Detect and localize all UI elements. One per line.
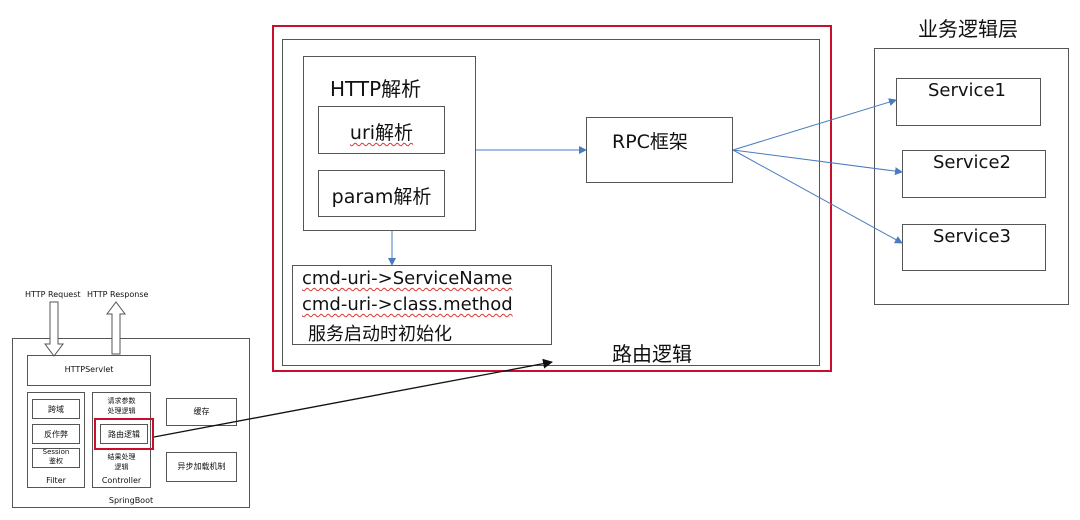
filter-item-cors xyxy=(32,399,80,419)
filter-item-session xyxy=(32,448,80,468)
springboot-footer-label: SpringBoot xyxy=(108,496,154,505)
controller-item-routing-label: 路由逻辑 xyxy=(108,430,140,439)
uri-parse-box xyxy=(318,106,445,154)
controller-item-params-label: 请求参数 处理逻辑 xyxy=(107,397,136,415)
filter-box xyxy=(27,392,85,488)
service2-label: Service2 xyxy=(933,152,1011,173)
service3-label: Service3 xyxy=(933,226,1011,247)
service3-box xyxy=(902,224,1046,271)
controller-box xyxy=(92,392,151,488)
filter-label: Filter xyxy=(46,476,66,485)
uri-parse-label: uri解析 xyxy=(318,118,445,145)
route-line-3: 服务启动时初始化 xyxy=(308,324,452,345)
controller-item-routing-inner xyxy=(100,424,148,444)
http-servlet-label: HTTPServlet xyxy=(64,365,114,374)
arrow-rpc-to-service2 xyxy=(732,149,903,176)
arrow-rpc-to-service3 xyxy=(732,149,903,244)
http-request-label: HTTP Request xyxy=(25,290,81,299)
uri-parse-text: uri解析 xyxy=(349,122,414,144)
service1-label: Service1 xyxy=(928,80,1006,101)
routing-highlight-frame xyxy=(272,25,832,372)
http-parse-box xyxy=(303,56,476,231)
route-line-2: cmd-uri->class.method xyxy=(302,294,513,315)
cache-label: 缓存 xyxy=(193,407,210,416)
param-parse-label: param解析 xyxy=(331,186,432,208)
route-mapping-box xyxy=(292,265,552,345)
rpc-framework-label: RPC框架 xyxy=(612,131,688,153)
param-parse-box xyxy=(318,170,445,217)
http-response-label: HTTP Response xyxy=(87,290,149,299)
async-box xyxy=(166,452,237,482)
cache-box xyxy=(166,398,237,426)
business-layer-title: 业务逻辑层 xyxy=(918,17,1018,41)
business-layer-box xyxy=(874,48,1069,305)
http-response-up-arrow xyxy=(106,301,126,355)
http-servlet-box xyxy=(27,355,151,386)
filter-item-anticheat xyxy=(32,424,80,444)
route-logic-label: 路由逻辑 xyxy=(612,342,692,366)
async-label: 异步加载机制 xyxy=(177,462,226,471)
controller-item-result-label: 结果处理 逻辑 xyxy=(107,453,136,471)
http-parse-label: HTTP解析 xyxy=(330,77,422,101)
http-request-down-arrow xyxy=(44,301,64,357)
route-line-1: cmd-uri->ServiceName xyxy=(302,268,513,289)
arrow-routing-to-main xyxy=(153,358,553,438)
filter-item-session-label: Session 鉴权 xyxy=(42,448,70,465)
controller-label: Controller xyxy=(101,476,142,485)
controller-item-routing xyxy=(94,418,154,450)
filter-item-anticheat-label: 反作弊 xyxy=(44,430,68,439)
springboot-box xyxy=(12,338,250,508)
arrow-rpc-to-service1 xyxy=(732,98,897,151)
filter-item-cors-label: 跨域 xyxy=(48,405,64,414)
